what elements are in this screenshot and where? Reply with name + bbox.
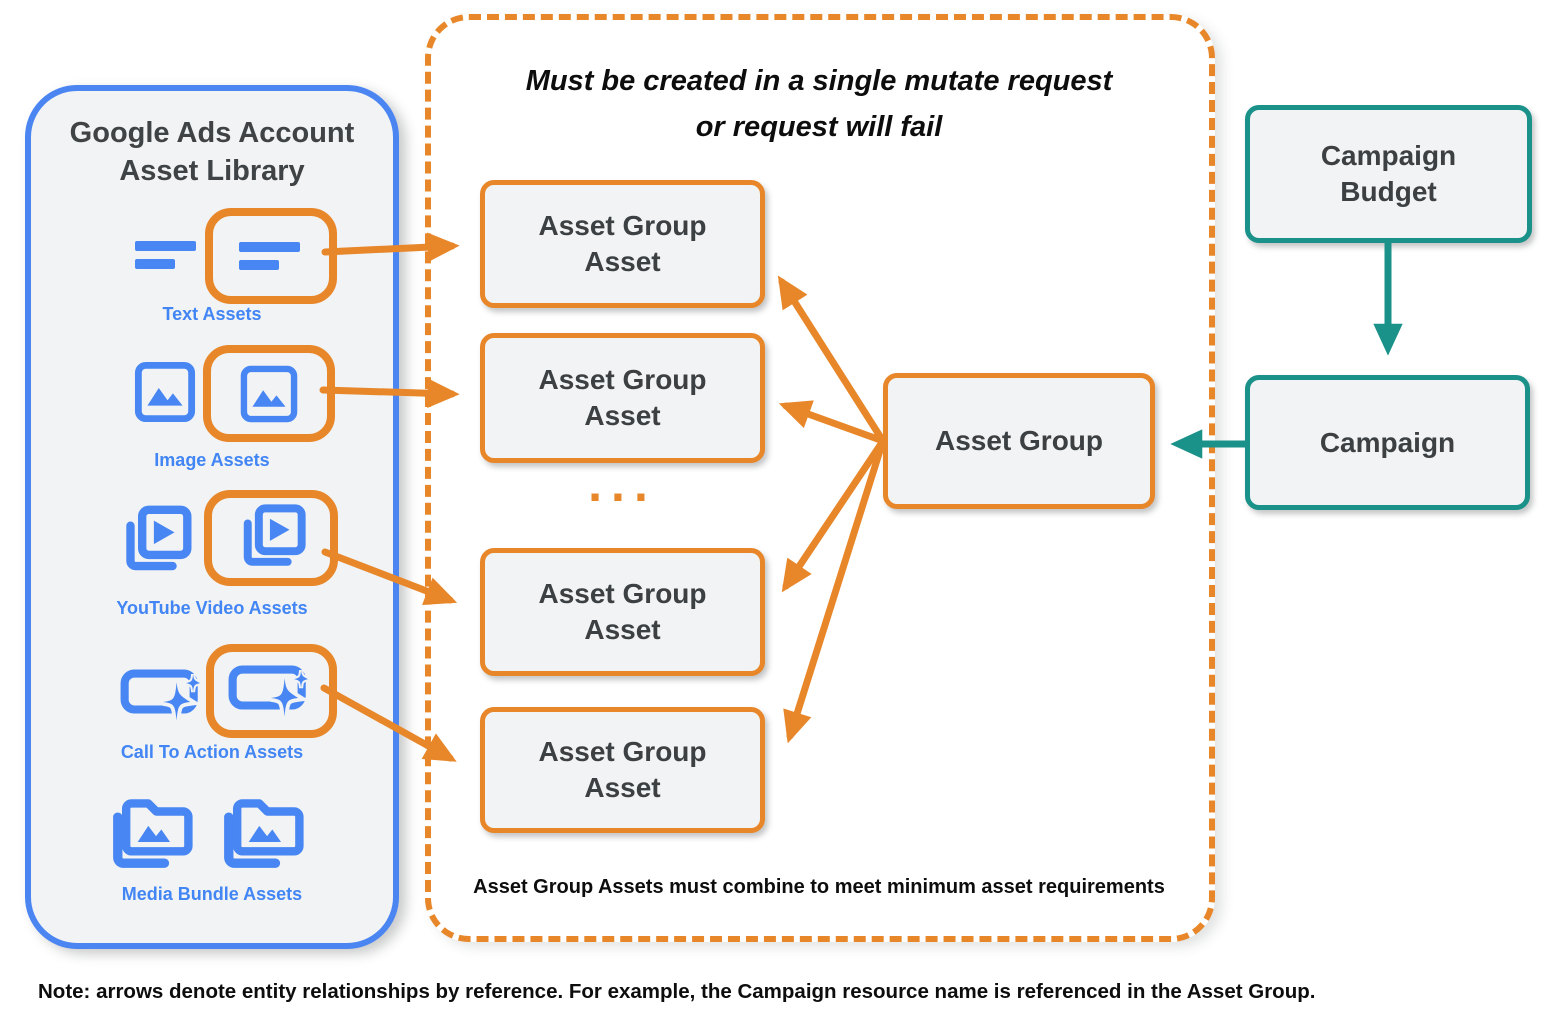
- ellipsis: ...: [588, 456, 657, 512]
- image-icon: [134, 361, 196, 423]
- campaign-budget-box: Campaign Budget: [1245, 105, 1532, 243]
- selected-asset-highlight: [204, 490, 338, 586]
- campaign-budget-label: Campaign Budget: [1320, 140, 1457, 207]
- library-title-line1: Google Ads Account: [69, 117, 355, 149]
- mutate-title-line1: Must be created in a single mutate reque…: [525, 65, 1113, 97]
- asset-group-asset-label: Asset Group Asset: [538, 364, 707, 431]
- media-bundle-folder-icon: [113, 799, 193, 868]
- asset-group-label: Asset Group: [934, 425, 1104, 456]
- mutate-panel-title: Must be created in a single mutate reque…: [430, 58, 1208, 150]
- video-library-icon: [126, 505, 192, 571]
- asset-group-asset-box-4: Asset Group Asset: [480, 707, 765, 833]
- campaign-label: Campaign: [1319, 426, 1456, 458]
- asset-group-asset-box-2: Asset Group Asset: [480, 333, 765, 463]
- library-title: Google Ads Account Asset Library: [25, 114, 399, 190]
- mutate-title-line2: or request will fail: [695, 111, 943, 143]
- asset-group-asset-label: Asset Group Asset: [538, 578, 707, 645]
- asset-group-asset-box-1: Asset Group Asset: [480, 180, 765, 308]
- media-bundle-assets-label: Media Bundle Assets: [121, 884, 303, 904]
- asset-group-box: Asset Group: [883, 373, 1155, 509]
- image-icon: [240, 365, 298, 422]
- mutate-panel-caption: Asset Group Assets must combine to meet …: [473, 876, 1165, 898]
- image-assets-label: Image Assets: [154, 450, 270, 470]
- text-lines-icon: [239, 242, 300, 270]
- call-to-action-sparkle-icon: [120, 669, 206, 721]
- text-assets-label: Text Assets: [162, 304, 262, 324]
- asset-group-asset-label: Asset Group Asset: [538, 210, 707, 277]
- selected-asset-highlight: [203, 345, 335, 442]
- selected-asset-highlight: [205, 208, 337, 304]
- asset-group-asset-label: Asset Group Asset: [538, 736, 707, 803]
- campaign-box: Campaign: [1245, 375, 1530, 510]
- media-bundle-folder-icon: [224, 799, 304, 868]
- library-title-line2: Asset Library: [119, 155, 305, 187]
- youtube-video-assets-label: YouTube Video Assets: [116, 598, 308, 618]
- selected-asset-highlight: [206, 644, 337, 738]
- text-lines-icon: [135, 241, 196, 269]
- asset-group-asset-box-3: Asset Group Asset: [480, 548, 765, 676]
- footnote: Note: arrows denote entity relationships…: [38, 980, 1316, 1003]
- call-to-action-assets-label: Call To Action Assets: [120, 742, 304, 762]
- call-to-action-sparkle-icon: [228, 665, 314, 717]
- video-library-icon: [243, 504, 306, 566]
